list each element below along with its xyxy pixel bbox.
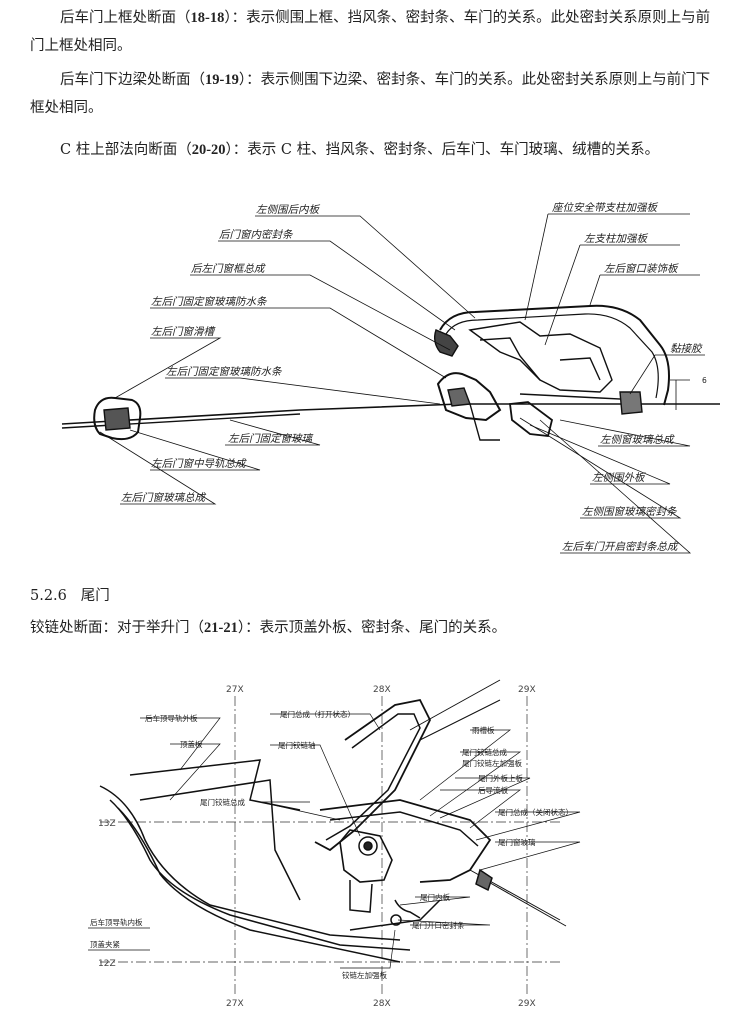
fig2-label-9: 尾门铰链左加强板 <box>462 758 522 768</box>
fig2-axis-29x-top: 29X <box>518 685 536 695</box>
dim-6: 6 <box>702 376 707 385</box>
fig2-label-10: 尾门外板上板 <box>478 773 523 783</box>
fig2-axis-28x-bottom: 28X <box>373 999 391 1009</box>
fig2-label-0: 后车顶导轨外板 <box>145 713 198 723</box>
fig2-label-2: 尾门铰链总成 <box>200 797 245 807</box>
fig1-label-10: 左支柱加强板 <box>584 233 648 245</box>
fig1-label-15: 左侧围窗玻璃密封条 <box>582 506 678 518</box>
paragraph-19-19: 后车门下边梁处断面（19-19）：表示侧围下边梁、密封条、车门的关系。此处密封关… <box>30 72 711 116</box>
fig1-label-2: 后左门窗框总成 <box>191 263 266 275</box>
fig2-label-1: 顶盖板 <box>180 739 203 749</box>
fig1-label-5: 左后门固定窗玻璃防水条 <box>166 366 283 378</box>
fig1-label-3: 左后门固定窗玻璃防水条 <box>151 296 268 308</box>
fig2-axis-12z: 12Z <box>98 959 116 969</box>
fig1-label-8: 左后门窗玻璃总成 <box>121 492 206 504</box>
fig1-label-9: 座位安全带支柱加强板 <box>552 202 658 214</box>
fig2-label-3: 尾门总成（打开状态） <box>280 709 355 719</box>
fig2-label-5: 尾门铰链总成 <box>462 747 507 757</box>
fig2-label-15: 尾门开口密封条 <box>412 920 465 930</box>
fig2-label-12: 尾门总成（关闭状态） <box>498 807 573 817</box>
fig2-label-6: 后车顶导轨内板 <box>90 917 143 927</box>
fig2-axis-27x-top: 27X <box>226 685 244 695</box>
fig1-label-16: 左后车门开启密封条总成 <box>562 541 679 553</box>
fig2-label-8: 雨槽板 <box>472 725 495 735</box>
fig1-label-13: 左侧窗玻璃总成 <box>600 434 675 446</box>
fig2-label-4: 尾门铰链轴 <box>278 740 316 750</box>
fig1-label-6: 左后门固定窗玻璃 <box>228 433 313 445</box>
fig1-label-1: 后门窗内密封条 <box>219 229 294 241</box>
fig2-label-13: 尾门窗玻璃 <box>498 837 536 847</box>
paragraph-20-20: C 柱上部法向断面（20-20）：表示 C 柱、挡风条、密封条、后车门、车门玻璃… <box>60 142 660 158</box>
paragraph-21-21: 铰链处断面：对于举升门（21-21）：表示顶盖外板、密封条、尾门的关系。 <box>30 620 507 636</box>
section-heading: 5.2.6 尾门 <box>30 588 110 604</box>
fig1-label-12: 黏接胶 <box>670 343 703 355</box>
paragraph-18-18: 后车门上框处断面（18-18）：表示侧围上框、挡风条、密封条、车门的关系。此处密… <box>30 10 711 54</box>
fig2-axis-27x-bottom: 27X <box>226 999 244 1009</box>
fig1-label-11: 左后窗口装饰板 <box>604 263 679 275</box>
fig2-axis-28x-top: 28X <box>373 685 391 695</box>
fig2-label-11: 后导流板 <box>478 785 508 795</box>
fig2-axis-29x-bottom: 29X <box>518 999 536 1009</box>
fig1-label-7: 左后门窗中导轨总成 <box>151 458 247 470</box>
fig1-label-4: 左后门窗滑槽 <box>151 326 216 338</box>
fig1-label-14: 左侧围外板 <box>592 472 646 484</box>
fig2-label-16: 铰链左加强板 <box>342 970 387 980</box>
fig2-label-7: 顶盖夹紧 <box>90 939 120 949</box>
fig2-label-14: 尾门内板 <box>420 892 450 902</box>
fig1-label-0: 左侧围后内板 <box>256 204 320 216</box>
fig2-axis-13z: 13Z <box>98 819 116 829</box>
